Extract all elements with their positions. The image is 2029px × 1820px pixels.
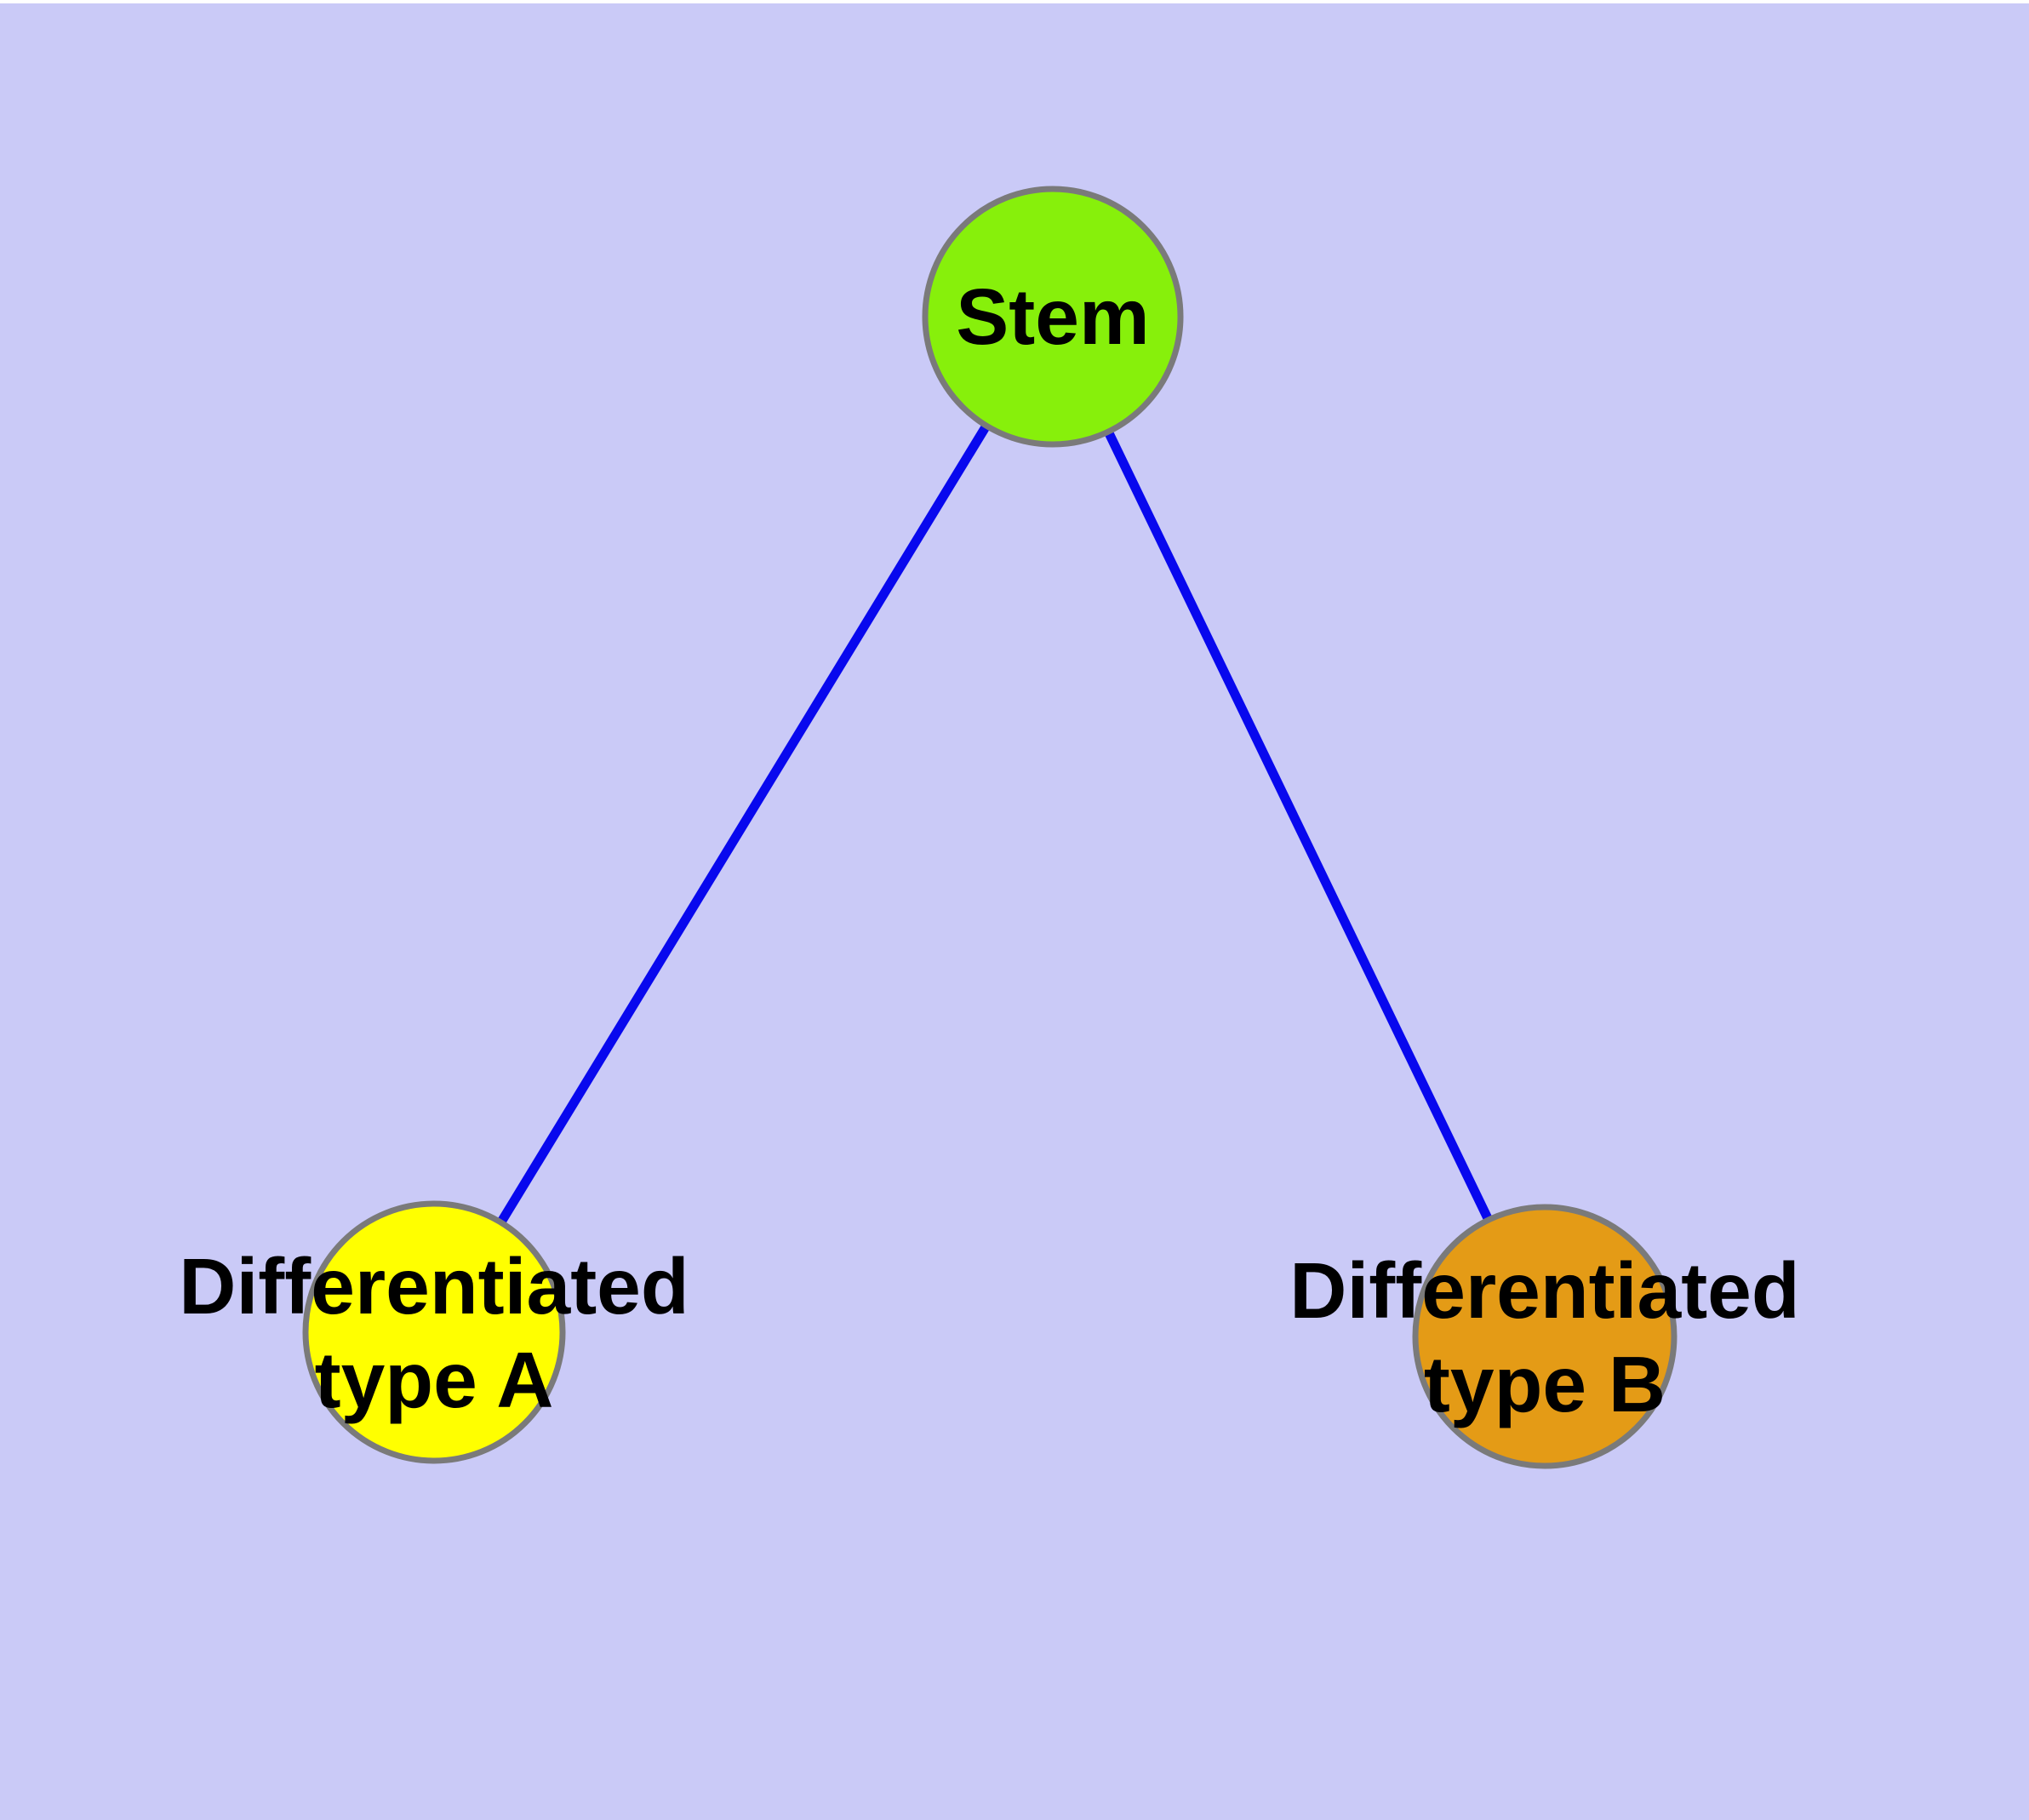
node-type-a — [302, 1200, 566, 1464]
edge-stem-to-type-a — [430, 314, 1057, 1335]
node-stem-label: Stem — [956, 272, 1149, 361]
node-type-a-label-line2: type A — [315, 1336, 554, 1424]
node-type-a-label-line1: Differentiated — [179, 1242, 689, 1331]
node-type-b — [1412, 1204, 1677, 1469]
node-type-b-label-line2: type B — [1424, 1340, 1666, 1428]
node-type-b-label-line1: Differentiated — [1289, 1246, 1799, 1335]
top-strip — [0, 0, 2029, 3]
edge-stem-to-type-b — [1049, 314, 1549, 1339]
node-stem — [922, 186, 1184, 448]
